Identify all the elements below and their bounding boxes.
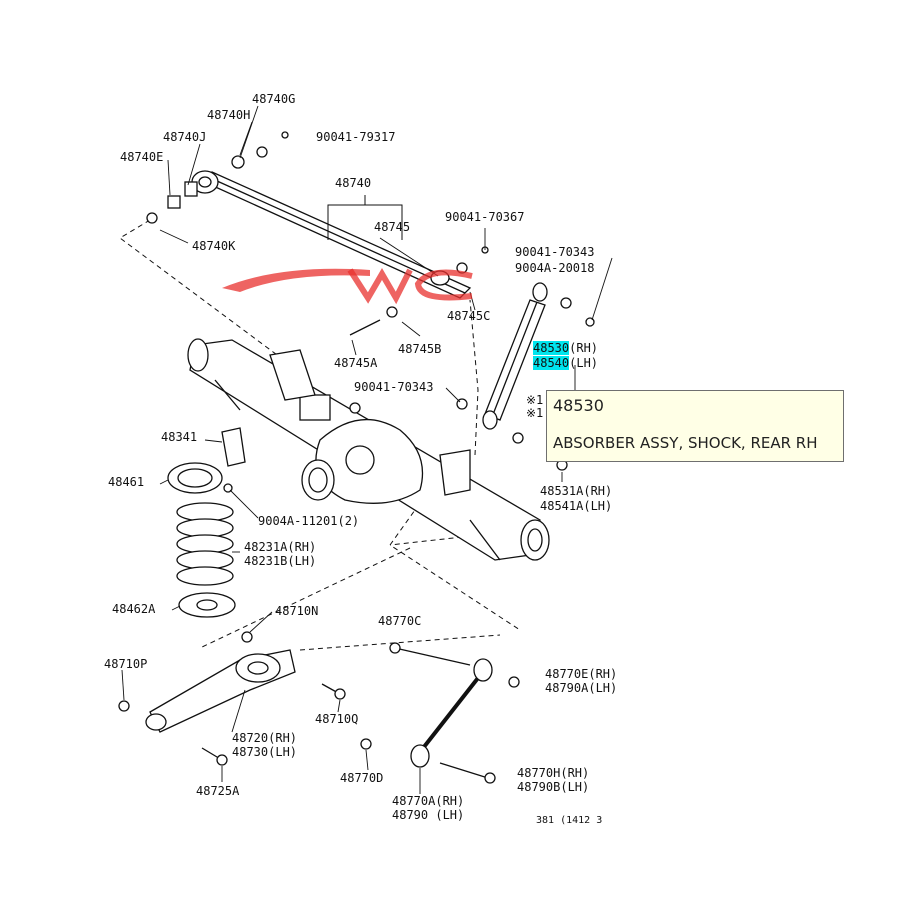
label-90041-70367[interactable]: 90041-70367 bbox=[445, 210, 525, 224]
tooltip-description: ABSORBER ASSY, SHOCK, REAR RH bbox=[553, 434, 818, 452]
label-9004A-11201[interactable]: 9004A-11201(2) bbox=[258, 514, 360, 528]
label-48740E[interactable]: 48740E bbox=[120, 150, 164, 164]
shock-absorber bbox=[456, 282, 595, 471]
label-48231B[interactable]: 48231B(LH) bbox=[244, 554, 317, 568]
label-90041-70343-mid[interactable]: 90041-70343 bbox=[354, 380, 434, 394]
label-48740J[interactable]: 48740J bbox=[163, 130, 207, 144]
label-48530-side: (RH) bbox=[569, 341, 599, 355]
label-48341[interactable]: 48341 bbox=[161, 430, 198, 444]
label-48745[interactable]: 48745 bbox=[374, 220, 411, 234]
label-48530-number[interactable]: 48530 bbox=[533, 341, 570, 355]
label-48790B[interactable]: 48790B(LH) bbox=[517, 780, 590, 794]
label-48770E[interactable]: 48770E(RH) bbox=[545, 667, 618, 681]
part-tooltip: 48530 ABSORBER ASSY, SHOCK, REAR RH bbox=[546, 390, 844, 462]
label-48740H[interactable]: 48740H bbox=[207, 108, 251, 122]
label-48540-side: (LH) bbox=[569, 356, 599, 370]
label-48745A[interactable]: 48745A bbox=[334, 356, 378, 370]
label-48540[interactable]: 48540(LH) bbox=[533, 356, 599, 370]
tooltip-part-number: 48530 bbox=[553, 396, 604, 415]
label-48745C[interactable]: 48745C bbox=[447, 309, 491, 323]
label-48461[interactable]: 48461 bbox=[108, 475, 145, 489]
label-star-note-1: ※1 bbox=[526, 393, 544, 407]
label-48720[interactable]: 48720(RH) bbox=[232, 731, 298, 745]
label-48790A[interactable]: 48790A(LH) bbox=[545, 681, 618, 695]
figure-reference: 381 (1412 3 bbox=[536, 815, 603, 826]
label-48540-number[interactable]: 48540 bbox=[533, 356, 570, 370]
label-48740[interactable]: 48740 bbox=[335, 176, 372, 190]
label-48730[interactable]: 48730(LH) bbox=[232, 745, 298, 759]
label-48710Q[interactable]: 48710Q bbox=[315, 712, 359, 726]
label-48725A[interactable]: 48725A bbox=[196, 784, 240, 798]
rear-axle-housing bbox=[187, 338, 550, 561]
label-48531A[interactable]: 48531A(RH) bbox=[540, 484, 613, 498]
label-48770D[interactable]: 48770D bbox=[340, 771, 384, 785]
label-48770H[interactable]: 48770H(RH) bbox=[517, 766, 590, 780]
label-90041-79317[interactable]: 90041-79317 bbox=[316, 130, 396, 144]
label-90041-70343-top[interactable]: 90041-70343 bbox=[515, 245, 595, 259]
label-48770C[interactable]: 48770C bbox=[378, 614, 422, 628]
upper-link-rod bbox=[360, 642, 520, 784]
lateral-control-rod bbox=[146, 146, 472, 299]
label-48530[interactable]: 48530(RH) bbox=[533, 341, 599, 355]
label-48231A[interactable]: 48231A(RH) bbox=[244, 540, 317, 554]
label-48770A[interactable]: 48770A(RH) bbox=[392, 794, 465, 808]
label-9004A-20018[interactable]: 9004A-20018 bbox=[515, 261, 595, 275]
label-48710N[interactable]: 48710N bbox=[275, 604, 319, 618]
watermark-logo bbox=[222, 268, 473, 305]
lower-control-arm bbox=[118, 631, 346, 766]
label-48740G[interactable]: 48740G bbox=[252, 92, 296, 106]
label-48745B[interactable]: 48745B bbox=[398, 342, 442, 356]
label-48541A[interactable]: 48541A(LH) bbox=[540, 499, 613, 513]
label-star-note-2: ※1 bbox=[526, 406, 544, 420]
label-48790[interactable]: 48790 (LH) bbox=[392, 808, 465, 822]
label-48462A[interactable]: 48462A bbox=[112, 602, 156, 616]
label-48740K[interactable]: 48740K bbox=[192, 239, 236, 253]
coil-spring bbox=[176, 502, 234, 586]
label-48710P[interactable]: 48710P bbox=[104, 657, 148, 671]
